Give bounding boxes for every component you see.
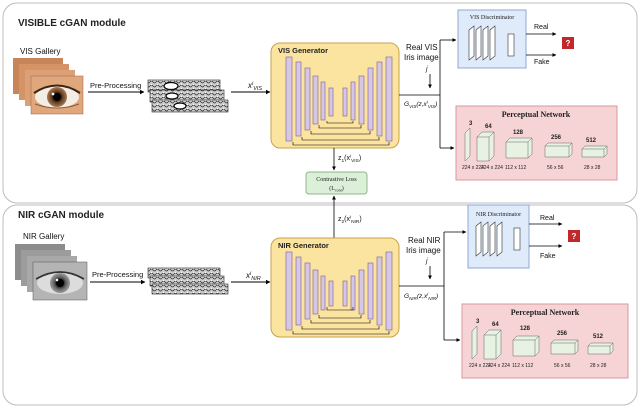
nir-perceptual-channel: 64 [492,322,499,328]
nir-module-title: NIR cGAN module [18,210,105,221]
vis-perceptual-size: 28 x 28 [584,165,601,171]
vis-generator-layers [285,56,393,146]
nir-real-image-label-line2: Iris image [406,246,441,255]
visible-module: VISIBLE cGAN module VIS Gallery Pre-Proc… [2,2,638,204]
vis-preprocessing-label: Pre-Processing [90,81,141,90]
vis-discriminator-label: VIS Discriminator [470,15,515,21]
nir-input-label: xiNIR [245,271,261,282]
nir-perceptual-channel: 3 [476,319,480,325]
nir-module: NIR cGAN module z2(xiNIR) NIR Gallery Pr… [2,195,638,406]
vis-fake-label: Fake [534,59,550,66]
vis-perceptual-size: 56 x 56 [547,165,564,171]
vis-generator-label: VIS Generator [278,46,328,55]
visible-module-title: VISIBLE cGAN module [18,18,126,29]
nir-gallery-label: NIR Gallery [23,232,64,241]
vis-perceptual-channel: 512 [586,138,597,144]
vis-perceptual-channel: 256 [551,135,562,141]
nir-perceptual-size: 28 x 28 [590,363,607,369]
nir-perceptual-channel: 128 [520,326,531,332]
nir-generator-label: NIR Generator [278,241,329,250]
nir-perceptual-size: 56 x 56 [554,363,571,369]
contrastive-loss-label: Contrastive Loss [316,177,357,183]
nir-perceptual-size: 224 x 224 [488,363,510,369]
vis-discriminator-layers [468,25,515,61]
nir-fake-label: Fake [540,253,556,260]
nir-real-label: Real [540,215,555,222]
contrastive-loss-box [305,171,368,195]
vis-real-image-label: Real VIS [406,43,438,52]
nir-perceptual-blocks [471,325,614,360]
vis-real-image-index: j [425,66,428,73]
nir-real-image-label: Real NIR [408,236,441,245]
vis-perceptual-title: Perceptual Network [502,110,571,119]
nir-discriminator-layers [475,221,521,257]
nir-generator-box [270,237,400,338]
nir-generator-layers [285,251,393,335]
vis-gallery-images [13,58,84,115]
nir-perceptual-title: Perceptual Network [511,308,580,317]
nir-discriminator-label: NIR Discriminator [476,212,521,218]
vis-perceptual-channel: 3 [469,121,473,127]
nir-real-image-index: j [425,258,428,265]
nir-decision-symbol: ? [572,232,577,241]
nir-gallery-images [15,244,88,301]
nir-perceptual-channel: 256 [557,331,568,337]
vis-generator-box [270,42,400,149]
nir-decision-box [568,230,580,242]
nir-preprocessing-label: Pre-Processing [92,270,143,279]
vis-perceptual-channel: 128 [513,130,524,136]
vis-perceptual-size: 112 x 112 [505,165,526,171]
vis-gallery-label: VIS Gallery [20,47,60,56]
vis-perceptual-channel: 64 [485,124,492,130]
vis-real-image-label-line2: Iris image [404,53,439,62]
nir-normalized-iris-strips [147,267,229,295]
vis-decision-symbol: ? [566,39,571,48]
vis-perceptual-size: 224 x 224 [462,165,484,171]
contrastive-loss-symbol: (Lcont) [329,185,344,193]
vis-input-label: xiVIS [247,81,262,92]
nir-perceptual-size: 112 x 112 [512,363,533,369]
vis-decision-box [562,37,574,49]
nir-perceptual-channel: 512 [593,334,604,340]
vis-latent-label: z1(xiVIS) [338,154,361,165]
vis-normalized-iris-strips [147,79,229,113]
nir-perceptual-size: 224 x 224 [469,363,491,369]
nir-latent-label: z2(xiNIR) [338,215,362,226]
vis-perceptual-blocks [464,127,608,162]
vis-real-label: Real [534,24,549,31]
vis-perceptual-size: 224 x 224 [481,165,503,171]
